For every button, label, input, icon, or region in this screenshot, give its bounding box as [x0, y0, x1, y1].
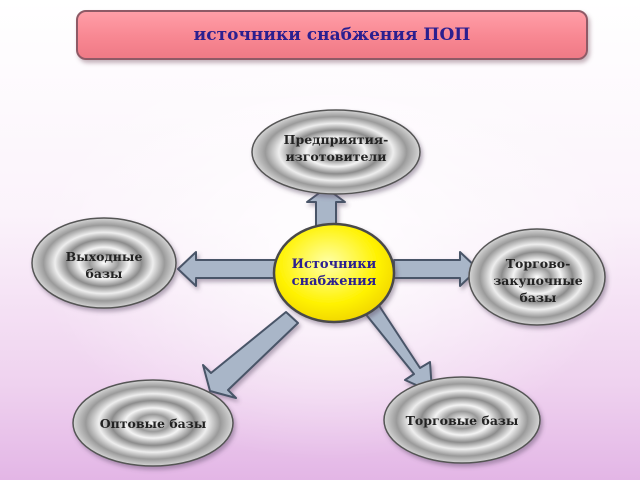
center-node-shape — [272, 222, 396, 324]
title-banner: источники снабжения ПОП — [76, 10, 588, 60]
node-bottom-right-shape — [383, 376, 541, 464]
node-right-shape — [468, 228, 606, 326]
node-left-label: Выходные базы — [65, 249, 143, 281]
arrow-to-left — [177, 251, 283, 287]
node-top-label: Предприятия- изготовители — [283, 132, 389, 164]
node-bottom-left-shape — [72, 379, 234, 467]
arrow-to-bottom-right — [363, 300, 433, 393]
node-bottom-right-label: Торговые базы — [405, 413, 519, 428]
center-node-label: Источники снабжения — [291, 257, 377, 289]
node-bottom-left-label: Оптовые базы — [99, 416, 207, 431]
arrow-to-right — [393, 251, 479, 287]
node-right-label: Торгово- закупочные базы — [493, 256, 583, 305]
diagram-title: источники снабжения ПОП — [193, 25, 471, 45]
arrow-to-bottom-left — [202, 311, 299, 399]
node-left-shape — [31, 217, 177, 309]
node-top-shape — [251, 109, 421, 195]
